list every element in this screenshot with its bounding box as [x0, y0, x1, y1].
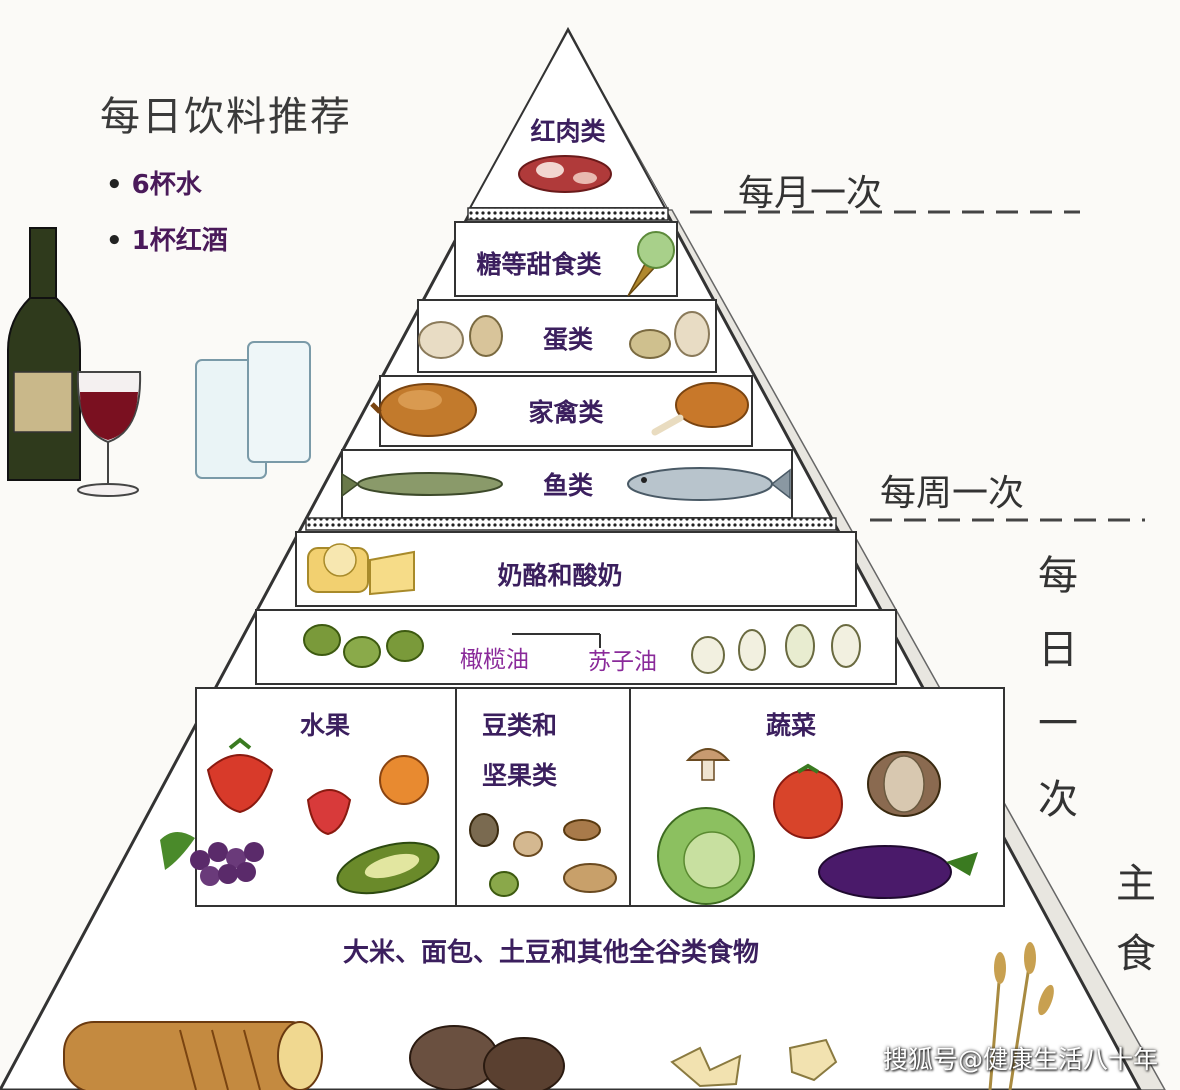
label-vegetables: 蔬菜: [765, 711, 816, 740]
strawberry-large-icon: [206, 737, 274, 814]
dotted-divider-monthly: [467, 207, 669, 221]
label-grains: 大米、面包、土豆和其他全谷类食物: [342, 938, 759, 968]
chicken-leg-icon: [651, 382, 749, 436]
bread-icon: [63, 1021, 323, 1090]
label-red-meat: 红肉类: [530, 117, 606, 146]
pasta-icon: [670, 1038, 838, 1088]
olives-icon: [303, 624, 424, 668]
eggplant-icon: [818, 845, 978, 899]
cabbage-icon: [657, 807, 755, 905]
label-poultry: 家禽类: [528, 398, 604, 427]
drink-item-water: 6杯水: [106, 164, 202, 201]
eggs-left-icon: [418, 315, 503, 359]
wheat-icon: [988, 942, 1054, 1090]
label-fruit: 水果: [299, 711, 350, 740]
label-legumes-line1: 豆类和: [482, 711, 558, 740]
dotted-divider-weekly: [305, 517, 837, 531]
perilla-seeds-icon: [691, 624, 861, 674]
peach-icon: [379, 755, 429, 805]
staple-char-1: 主: [1116, 861, 1156, 907]
eggs-right-icon: [629, 311, 710, 359]
label-sweets: 糖等甜食类: [476, 250, 602, 279]
ice-cream-icon: [627, 231, 675, 297]
grapes-icon: [160, 831, 264, 886]
drink-item-wine: 1杯红酒: [106, 220, 228, 257]
label-perilla-oil: 苏子油: [588, 649, 657, 675]
label-eggs: 蛋类: [542, 325, 593, 354]
frequency-monthly: 每月一次: [738, 173, 883, 214]
fish-right-icon: [627, 467, 791, 501]
red-meat-icon: [518, 155, 612, 193]
watermark: 搜狐号@健康生活八十年: [882, 1045, 1158, 1074]
potatoes-icon: [409, 1025, 565, 1090]
cheese-icon: [307, 543, 415, 596]
label-fish: 鱼类: [542, 471, 593, 500]
onion-icon: [867, 751, 941, 817]
frequency-daily-char-2: 日: [1038, 627, 1078, 673]
strawberry-small-icon: [306, 789, 352, 836]
label-dairy: 奶酪和酸奶: [497, 561, 623, 590]
frequency-daily-char-4: 次: [1038, 777, 1078, 823]
label-legumes-line2: 坚果类: [482, 761, 558, 790]
tomato-icon: [773, 763, 843, 839]
nuts-icon: [469, 813, 617, 897]
staple-char-2: 食: [1116, 931, 1156, 977]
frequency-daily-char-1: 每: [1038, 553, 1078, 599]
frequency-weekly: 每周一次: [880, 473, 1025, 514]
drinks-title: 每日饮料推荐: [100, 94, 352, 140]
fish-left-icon: [341, 472, 503, 498]
water-glasses-icon: [195, 341, 311, 479]
wine-bottle-icon: [7, 227, 81, 481]
label-olive-oil: 橄榄油: [460, 647, 529, 673]
frequency-daily-char-3: 一: [1038, 701, 1078, 747]
avocado-icon: [336, 841, 440, 895]
roast-chicken-icon: [370, 383, 477, 437]
mushroom-icon: [685, 748, 731, 781]
wine-glass-icon: [76, 371, 142, 497]
